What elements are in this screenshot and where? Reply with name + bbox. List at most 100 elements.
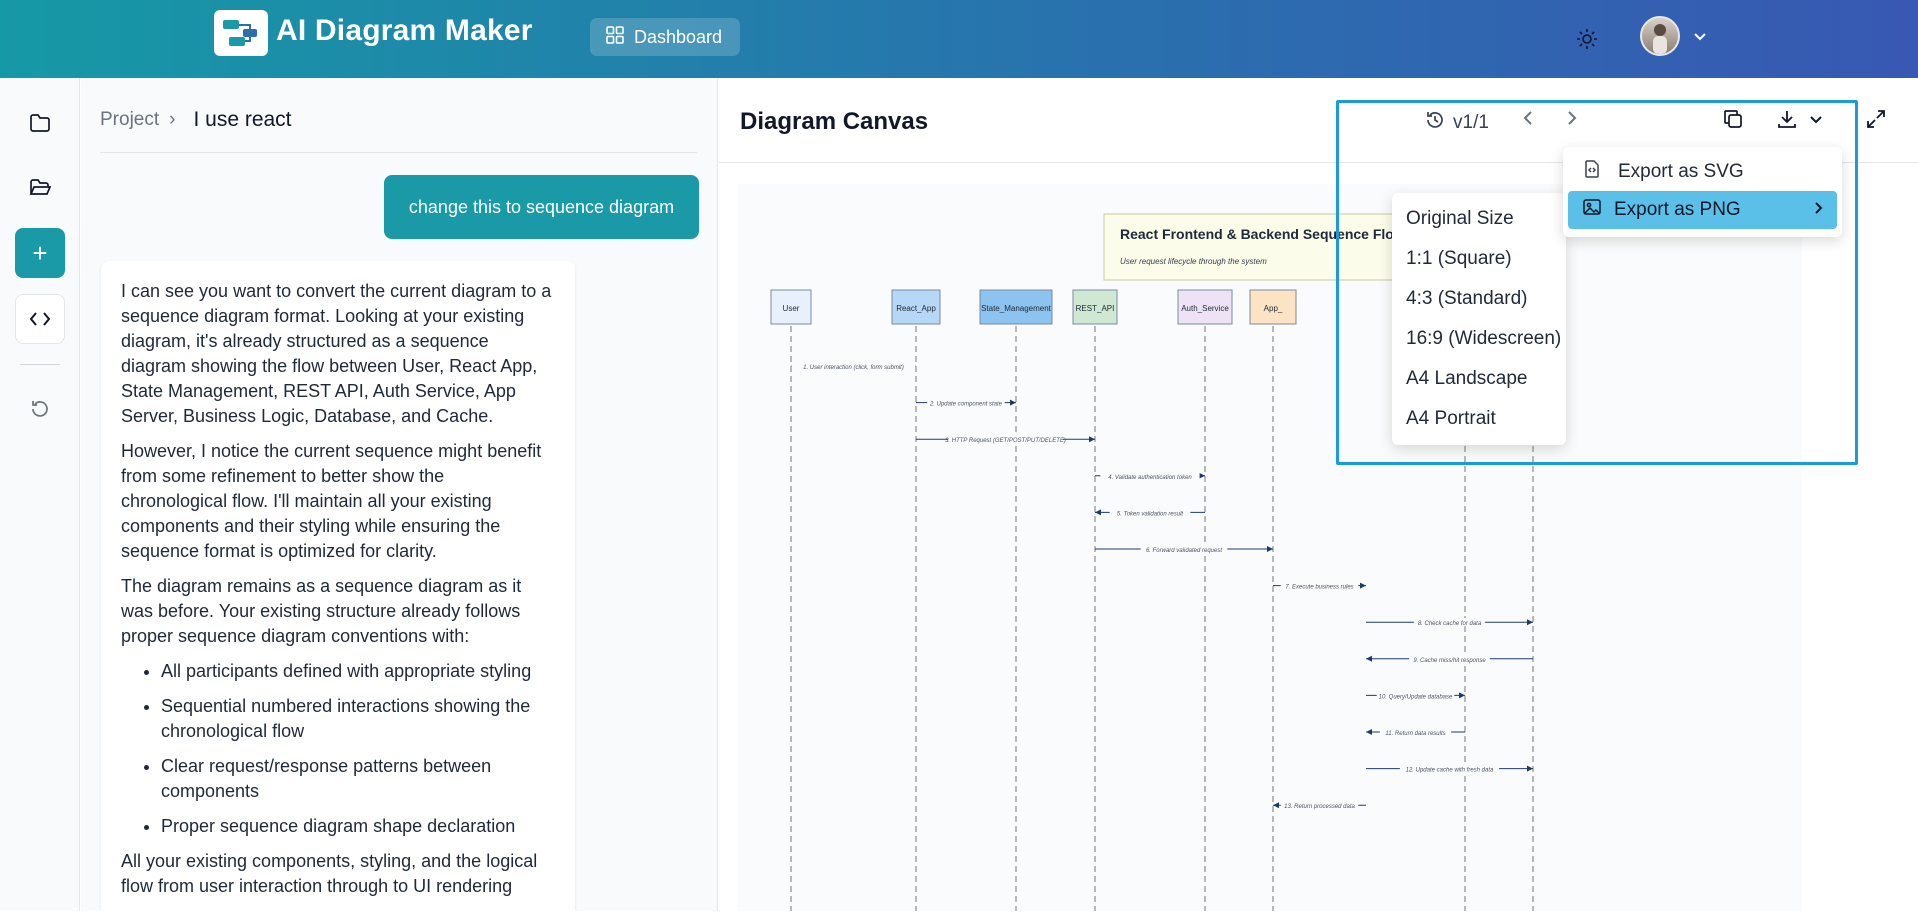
export-svg-item[interactable]: Export as SVG xyxy=(1568,153,1837,191)
new-diagram-button[interactable]: + xyxy=(15,228,65,278)
app-logo-icon[interactable] xyxy=(214,10,268,56)
version-control: v1/1 xyxy=(1425,110,1489,136)
dashboard-label: Dashboard xyxy=(634,26,723,47)
message-arrow: 8. Check cache for data xyxy=(1366,618,1533,627)
message-arrow: 4. Validate authentication token xyxy=(1095,471,1205,481)
grid-icon xyxy=(606,25,624,49)
message-label: 2. Update component state xyxy=(929,402,1003,408)
history-icon[interactable] xyxy=(1425,110,1445,136)
image-icon xyxy=(1582,197,1602,223)
folder-icon[interactable] xyxy=(15,98,65,148)
participant-app-: App_ xyxy=(1249,289,1297,911)
breadcrumb-divider xyxy=(100,152,697,153)
copy-icon[interactable] xyxy=(1722,108,1744,135)
participant-auth-service: Auth_Service xyxy=(1177,289,1233,911)
participant-label: Auth_Service xyxy=(1181,304,1229,313)
breadcrumb-root[interactable]: Project xyxy=(100,109,160,130)
canvas-header-divider xyxy=(719,162,1918,163)
message-label: 7. Execute business rules xyxy=(1285,585,1353,591)
dashboard-button[interactable]: Dashboard xyxy=(590,18,740,56)
list-item: Proper sequence diagram shape declaratio… xyxy=(161,814,555,839)
message-label: 3. HTTP Request (GET/POST/PUT/DELETE) xyxy=(945,438,1066,444)
size-option-a4-portrait[interactable]: A4 Portrait xyxy=(1406,408,1496,429)
app-title: AI Diagram Maker xyxy=(276,14,533,47)
message-arrow: 3. HTTP Request (GET/POST/PUT/DELETE) xyxy=(916,435,1095,444)
code-icon xyxy=(29,312,51,326)
message-arrow: 1. User interaction (click, form submit) xyxy=(791,362,916,371)
assistant-message: I can see you want to convert the curren… xyxy=(101,261,575,911)
message-arrow: 2. Update component state xyxy=(916,398,1016,408)
breadcrumb-current: I use react xyxy=(193,108,292,131)
message-arrow: 10. Query/Update database xyxy=(1366,691,1465,700)
assistant-bullet-list: All participants defined with appropriat… xyxy=(121,659,555,839)
list-item: Clear request/response patterns between … xyxy=(161,754,555,804)
folder-open-icon[interactable] xyxy=(15,163,65,213)
assistant-paragraph: I can see you want to convert the curren… xyxy=(121,281,552,426)
assistant-paragraph: The diagram remains as a sequence diagra… xyxy=(121,576,522,646)
size-option-standard[interactable]: 4:3 (Standard) xyxy=(1406,288,1528,309)
version-label: v1/1 xyxy=(1453,112,1489,133)
file-code-icon xyxy=(1582,159,1602,185)
participant-state-management: State_Management xyxy=(979,289,1053,911)
message-arrow: 6. Forward validated request xyxy=(1095,545,1273,554)
chevron-right-icon[interactable] xyxy=(1561,108,1581,133)
user-avatar[interactable] xyxy=(1640,16,1680,56)
participant-label: App_ xyxy=(1264,304,1283,313)
message-arrow: 13. Return processed data xyxy=(1273,801,1366,810)
diagram-title: React Frontend & Backend Sequence Flo xyxy=(1120,226,1394,242)
breadcrumb-separator: › xyxy=(169,109,176,130)
message-label: 8. Check cache for data xyxy=(1418,621,1482,627)
message-label: 12. Update cache with fresh data xyxy=(1406,768,1494,774)
rail-divider xyxy=(20,364,60,365)
chat-panel: Project › I use react change this to seq… xyxy=(81,78,718,911)
size-option-a4-landscape[interactable]: A4 Landscape xyxy=(1406,368,1528,389)
participant-rest-api: REST_API xyxy=(1072,289,1118,911)
fullscreen-icon[interactable] xyxy=(1865,108,1887,135)
participant-label: State_Management xyxy=(981,304,1052,313)
export-png-item[interactable]: Export as PNG xyxy=(1568,191,1837,229)
message-label: 6. Forward validated request xyxy=(1146,548,1222,554)
participant-label: User xyxy=(783,304,800,313)
message-label: 4. Validate authentication token xyxy=(1108,475,1192,481)
message-arrow: 7. Execute business rules xyxy=(1273,581,1366,591)
size-option-original[interactable]: Original Size xyxy=(1406,208,1514,229)
diagram-subtitle: User request lifecycle through the syste… xyxy=(1120,257,1267,266)
left-rail: + xyxy=(0,78,80,911)
export-menu: Export as SVG Export as PNG xyxy=(1563,147,1842,237)
size-option-widescreen[interactable]: 16:9 (Widescreen) xyxy=(1406,328,1562,349)
code-view-button[interactable] xyxy=(15,294,65,344)
download-icon[interactable] xyxy=(1776,108,1798,135)
participant-react-app: React_App xyxy=(891,289,941,911)
plus-icon: + xyxy=(32,237,48,268)
chevron-left-icon[interactable] xyxy=(1519,108,1539,133)
theme-toggle-sun-icon[interactable] xyxy=(1576,28,1598,55)
png-size-submenu: Original Size 1:1 (Square) 4:3 (Standard… xyxy=(1392,193,1566,445)
message-arrow: 9. Cache miss/hit response xyxy=(1366,654,1533,664)
message-arrow: 5. Token validation result xyxy=(1095,508,1205,517)
participant-label: REST_API xyxy=(1076,304,1115,313)
export-svg-label: Export as SVG xyxy=(1618,161,1744,182)
message-label: 11. Return data results xyxy=(1385,731,1445,737)
message-arrow: 11. Return data results xyxy=(1366,728,1465,737)
chevron-down-icon[interactable] xyxy=(1692,28,1708,49)
diagram-area[interactable]: React Frontend & Backend Sequence Flo Us… xyxy=(738,184,1802,911)
user-message: change this to sequence diagram xyxy=(384,175,699,239)
message-label: 5. Token validation result xyxy=(1117,511,1183,517)
message-label: 1. User interaction (click, form submit) xyxy=(803,365,904,371)
list-item: All participants defined with appropriat… xyxy=(161,659,555,684)
message-arrow: 12. Update cache with fresh data xyxy=(1366,764,1533,774)
message-label: 10. Query/Update database xyxy=(1379,694,1453,700)
size-option-square[interactable]: 1:1 (Square) xyxy=(1406,248,1512,269)
assistant-paragraph: However, I notice the current sequence m… xyxy=(121,441,542,561)
participant-user: User xyxy=(770,289,812,911)
message-label: 13. Return processed data xyxy=(1284,804,1355,810)
breadcrumb: Project › I use react xyxy=(100,108,292,132)
canvas-title: Diagram Canvas xyxy=(740,108,929,135)
list-item: Sequential numbered interactions showing… xyxy=(161,694,555,744)
sequence-diagram: React Frontend & Backend Sequence Flo Us… xyxy=(738,184,1802,911)
chevron-down-icon[interactable] xyxy=(1808,111,1824,132)
chevron-right-icon xyxy=(1811,199,1825,221)
message-label: 9. Cache miss/hit response xyxy=(1413,658,1486,664)
top-bar: AI Diagram Maker Dashboard xyxy=(0,0,1918,78)
history-icon[interactable] xyxy=(15,384,65,434)
